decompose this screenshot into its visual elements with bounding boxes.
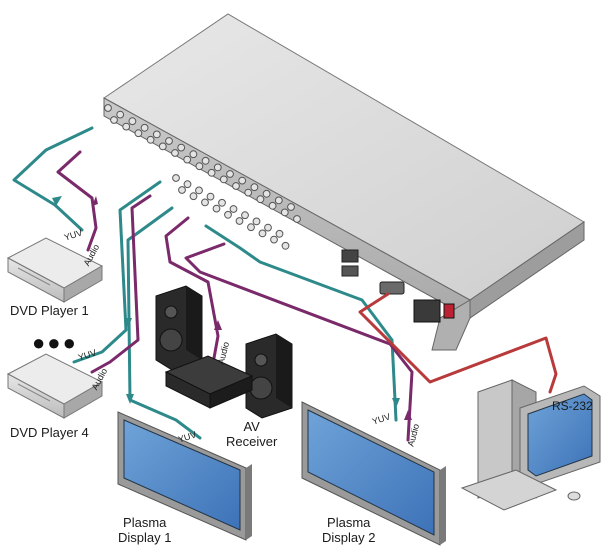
arrow [214,320,222,330]
bnc-connector [247,223,255,232]
arrow [92,196,98,206]
pc-keyboard [460,469,558,511]
av-receiver [164,355,254,409]
bnc-connector [218,198,226,207]
bnc-connector [256,195,265,204]
bnc-connector [241,211,249,220]
matrix-switcher [103,13,585,351]
bnc-connector [171,149,179,157]
bnc-connector [195,162,204,171]
bnc-connector [293,215,301,223]
label-dvd-player-4: DVD Player 4 [10,425,89,440]
pc-computer [460,379,601,511]
label-plasma-display-1: Plasma Display 1 [118,515,172,545]
yuv-cable-dvd1 [12,126,94,232]
bnc-connector [183,180,192,189]
rs232-port [379,281,405,295]
arrow [124,318,132,328]
bnc-connector [172,174,180,182]
power-switch [443,303,455,319]
bnc-connector [270,235,278,244]
bnc-connector [128,117,137,126]
audio-cable-dvd1 [56,150,98,252]
bnc-connector [201,156,210,165]
bnc-connector [258,229,267,238]
bnc-connector [275,229,284,238]
bnc-connector [224,210,232,219]
label-av-receiver: AV Receiver [226,419,278,449]
audio-cable-receiver [164,216,220,360]
bnc-connector [219,175,228,184]
label-dvd-player-1: DVD Player 1 [10,303,89,318]
bnc-connector [158,142,167,151]
bnc-connector [116,110,125,119]
rack-ear [431,299,471,351]
power-inlet [413,299,441,323]
bnc-connector [140,123,149,132]
bnc-connector [134,129,143,138]
bnc-connector [206,192,215,201]
bnc-connector [229,205,238,213]
arrow [126,394,134,404]
speaker-left [155,285,203,371]
bnc-connector [262,189,271,198]
bnc-connector [235,217,244,225]
bnc-connector [189,150,198,159]
label-plasma-display-2: Plasma Display 2 [322,515,376,545]
label-rs232: RS-232 [552,399,593,413]
bnc-connector [110,116,118,124]
bnc-connector [212,204,221,213]
ethernet-port [341,249,359,263]
bnc-connector [252,217,261,226]
arrow [404,410,412,420]
audio-cable-plasma2 [184,242,414,442]
ellipsis-more-players: ●●● [32,330,78,355]
plasma-display-1 [117,411,252,541]
bnc-connector [264,223,272,232]
bnc-connector [280,208,289,217]
bnc-connector [238,176,247,185]
bnc-connector [244,188,253,197]
bnc-connector [226,170,234,178]
usb-port [341,265,359,277]
bnc-connectors [104,104,301,250]
bnc-connector [232,182,240,190]
arrow [392,398,400,408]
audio-cable-dvd4 [90,194,152,374]
dvd-player-1 [6,237,104,303]
bnc-connector [213,163,222,172]
bnc-connector [165,137,173,145]
bnc-connector [195,186,203,195]
bnc-connector [268,201,277,210]
arrow [52,196,62,206]
yuv-cable-plasma2 [204,224,398,422]
bnc-connector [178,186,186,194]
bnc-connector [183,155,192,164]
bnc-connector [152,130,161,139]
plasma-display-2 [301,401,446,546]
bnc-connector [201,198,209,207]
bnc-connector [104,104,112,112]
bnc-connector [146,135,155,144]
bnc-connector [122,122,131,131]
bnc-connector [189,192,198,201]
bnc-connector [287,203,295,211]
bnc-connector [207,168,216,177]
bnc-connector [177,143,186,152]
bnc-connector [250,183,259,192]
yuv-cable-dvd4 [72,180,162,364]
pc-mouse [567,491,581,501]
rs232-cable [358,292,558,394]
cables [12,126,558,442]
bnc-connector [281,241,290,250]
speaker-right [245,333,293,419]
dvd-player-4 [6,353,104,419]
bnc-connector [274,196,283,205]
